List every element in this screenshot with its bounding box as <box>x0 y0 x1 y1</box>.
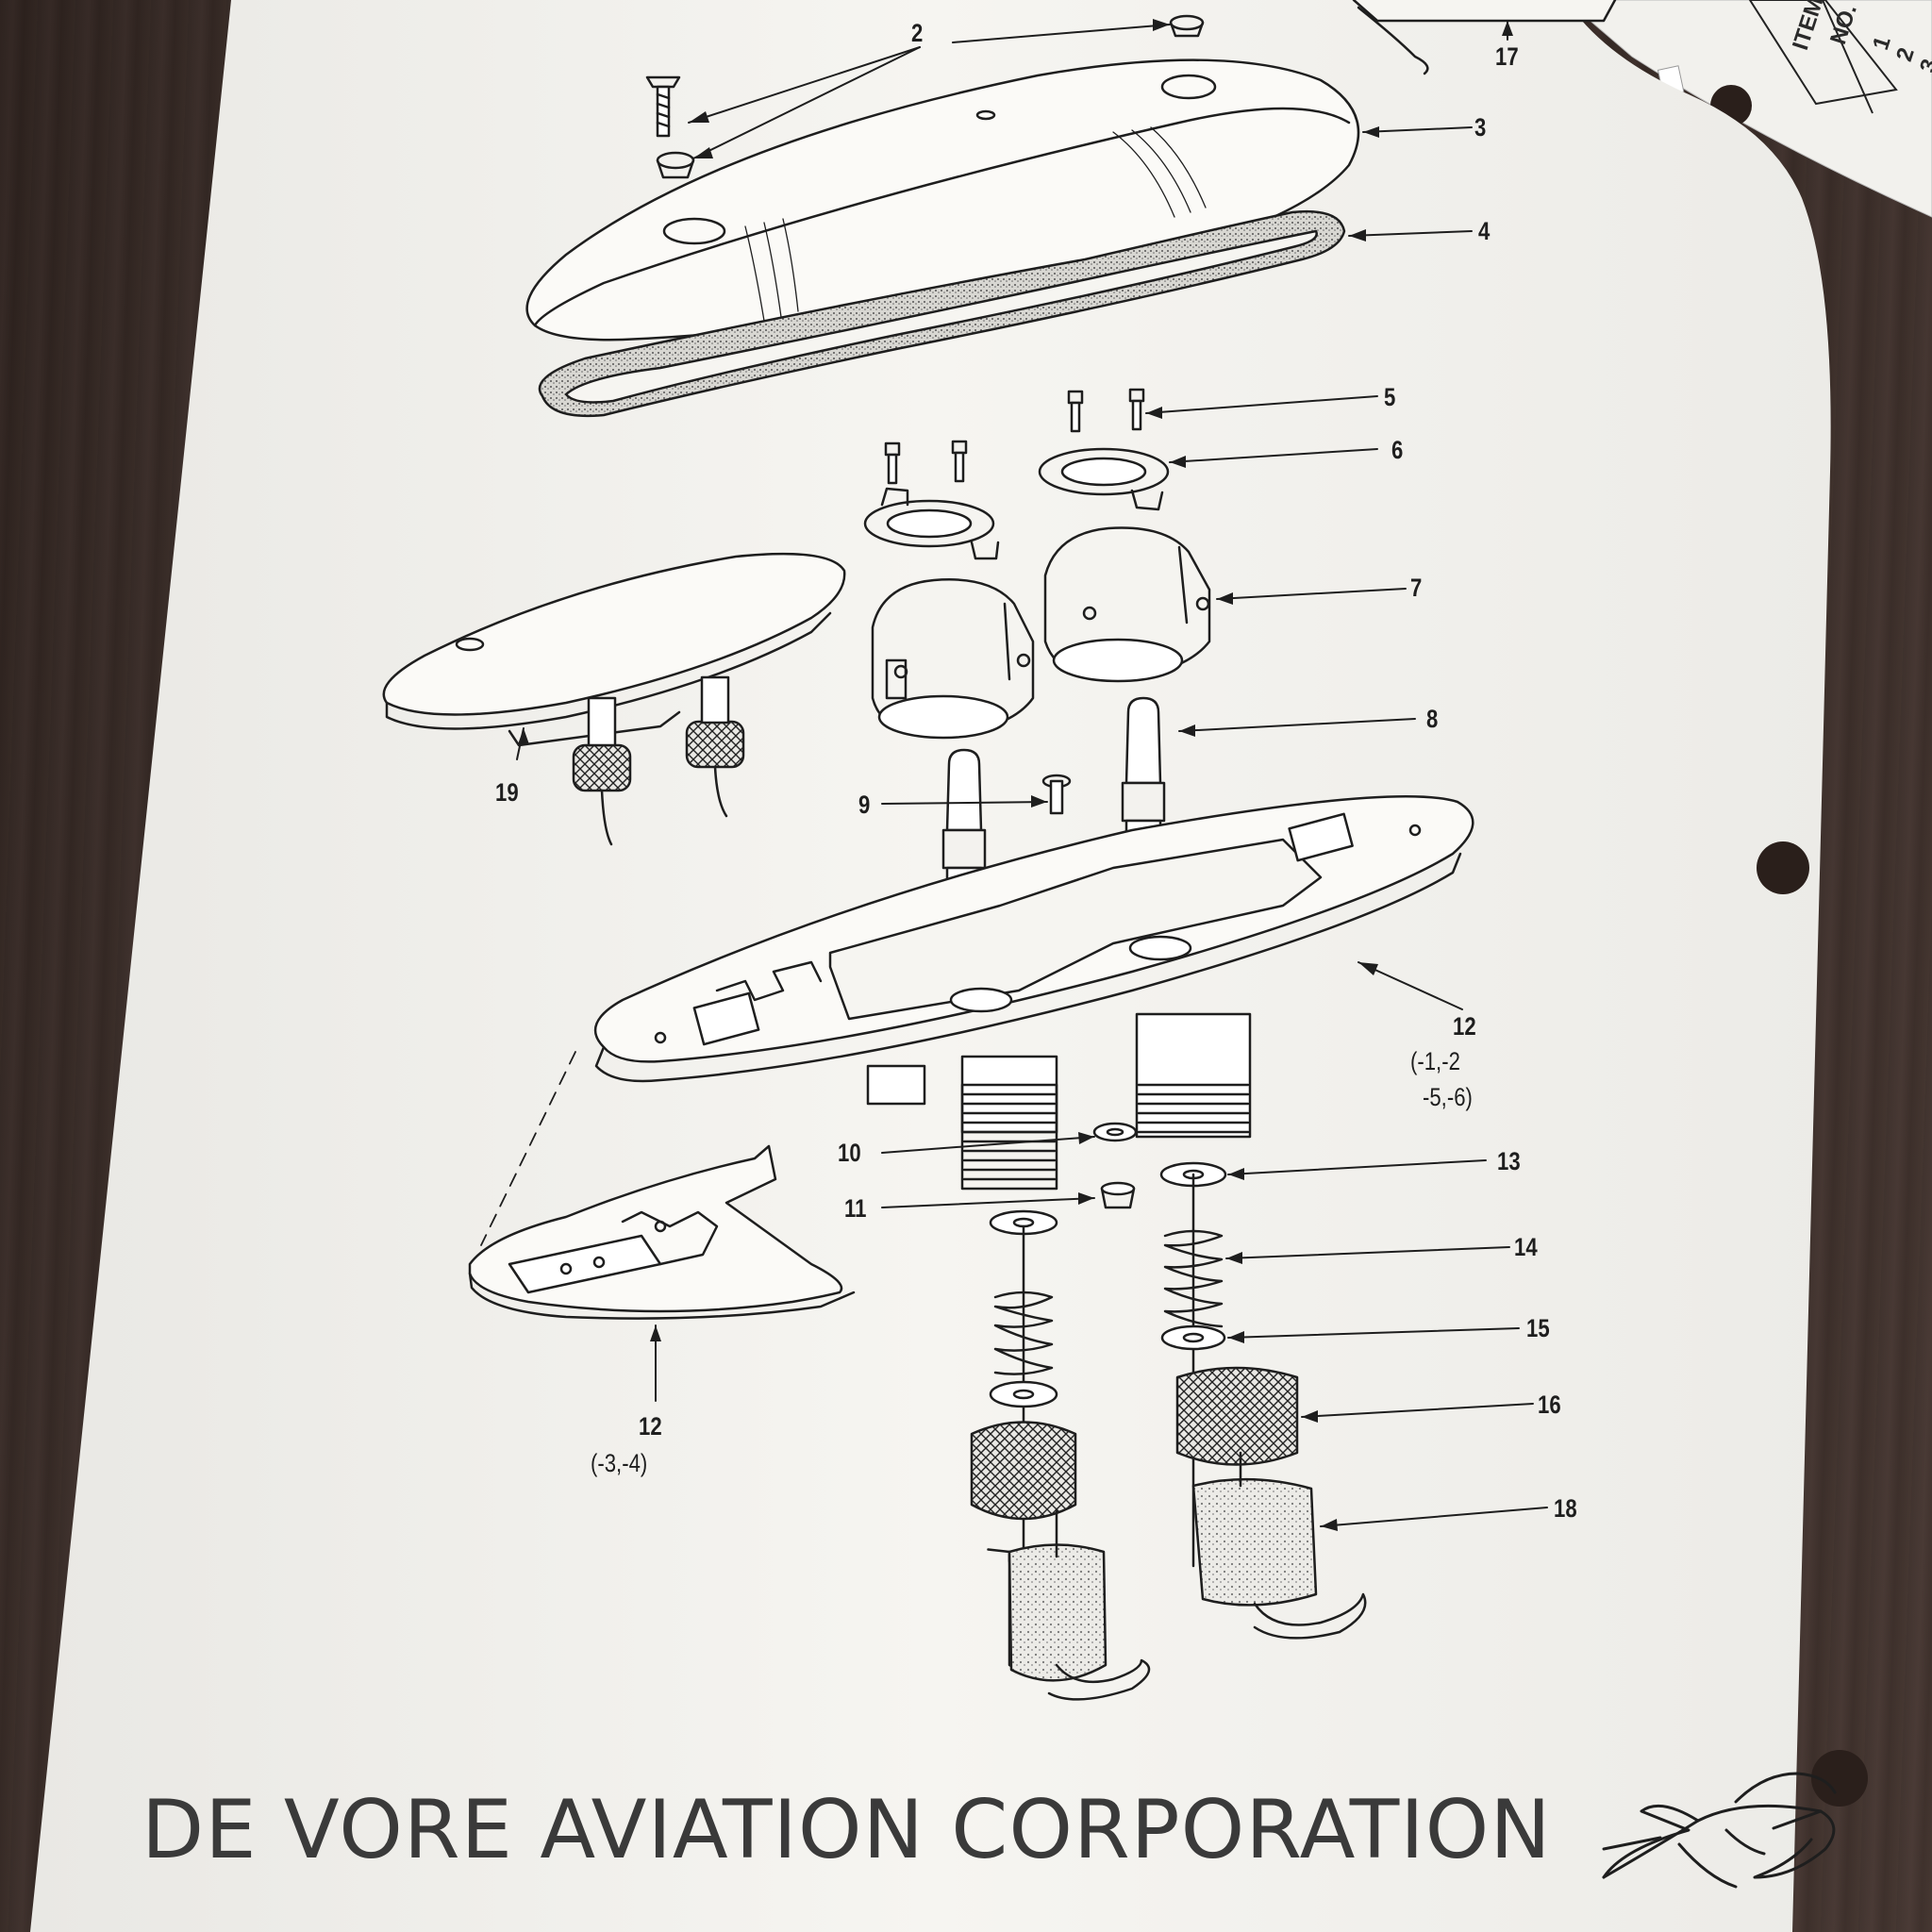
callout-8: 8 <box>1426 705 1439 733</box>
callout-17: 17 <box>1495 42 1519 71</box>
punch-hole <box>1811 1750 1868 1807</box>
callout-5: 5 <box>1384 383 1396 411</box>
leader-lines <box>516 20 1548 1527</box>
item-9-screw <box>1041 774 1072 815</box>
callout-12-upper-variants-2: -5,-6) <box>1423 1083 1473 1111</box>
item-19-assembled-light <box>382 552 846 846</box>
callout-14: 14 <box>1514 1233 1538 1261</box>
item-10-washer <box>1092 1122 1138 1142</box>
callout-15: 15 <box>1526 1314 1550 1342</box>
callout-3: 3 <box>1474 113 1487 142</box>
item-17-label-plate <box>1352 0 1617 75</box>
callout-16: 16 <box>1538 1391 1561 1419</box>
item-2-nut-right <box>1169 14 1205 38</box>
callout-10: 10 <box>838 1139 861 1167</box>
right-socket-stack <box>1160 1173 1299 1568</box>
callout-13: 13 <box>1497 1147 1521 1175</box>
item-7-lamp-housing-right <box>1043 526 1211 683</box>
item-5-screws <box>884 388 1145 485</box>
callout-18: 18 <box>1554 1494 1577 1523</box>
callout-2: 2 <box>911 19 924 47</box>
item-12-end-cap <box>468 1144 856 1320</box>
callout-7: 7 <box>1410 574 1423 602</box>
item-7-lamp-housing-left <box>871 578 1035 740</box>
callout-6: 6 <box>1391 436 1404 464</box>
callout-11: 11 <box>844 1194 867 1223</box>
callout-9: 9 <box>858 791 871 819</box>
item-6-retaining-ring-right <box>1038 447 1170 511</box>
item-6-retaining-ring-left <box>863 487 1000 560</box>
item-18-boot-right <box>1191 1477 1318 1607</box>
item-4-gasket <box>538 210 1346 417</box>
item-2-nut-left <box>656 151 695 179</box>
item-2-screw <box>645 75 681 138</box>
item-12-base-plate <box>480 795 1474 1246</box>
arrowheads <box>518 19 1513 1531</box>
callout-12-upper: 12 <box>1453 1012 1476 1041</box>
item-11-nut <box>1100 1181 1136 1209</box>
callout-19: 19 <box>495 778 519 807</box>
callout-4: 4 <box>1478 217 1491 245</box>
company-name: DE VORE AVIATION CORPORATION <box>142 1783 1552 1877</box>
callout-12-lower-variants: (-3,-4) <box>591 1449 648 1477</box>
dart-logo-icon <box>1602 1772 1837 1889</box>
callout-12-upper-variants-1: (-1,-2 <box>1410 1047 1460 1075</box>
callout-12-lower: 12 <box>639 1412 662 1441</box>
item-18-boot-left-outline <box>1008 1543 1108 1682</box>
punch-hole <box>1757 841 1809 894</box>
